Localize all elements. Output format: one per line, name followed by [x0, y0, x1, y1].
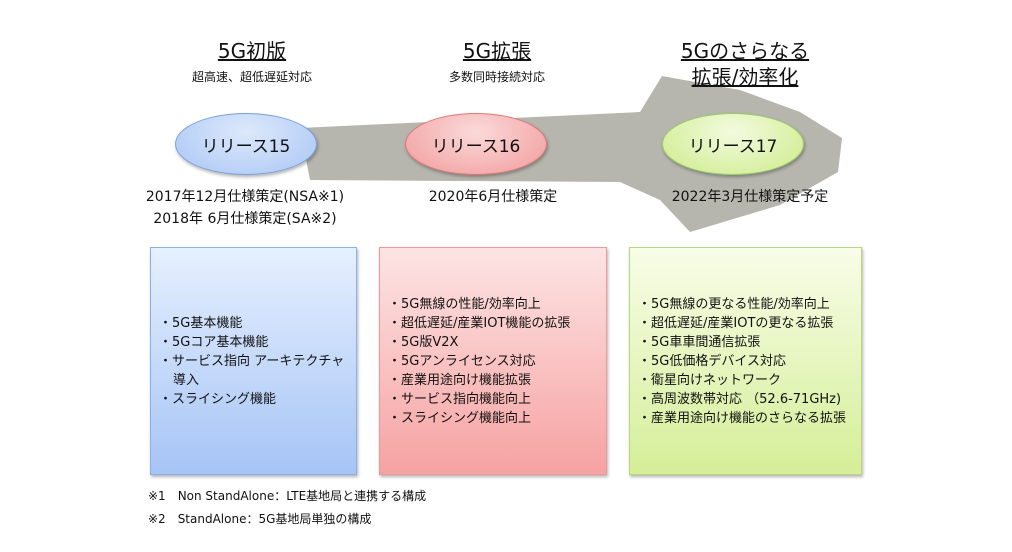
feature-item: 衛星向けネットワーク	[638, 371, 853, 390]
release-15-ellipse: リリース15	[175, 113, 317, 175]
feature-item: 5G低価格デバイス対応	[638, 352, 853, 371]
release-15-dates: 2017年12月仕様策定(NSA※1) 2018年 6月仕様策定(SA※2)	[120, 186, 370, 230]
feature-item: サービス指向機能向上	[388, 390, 598, 409]
column-3-title-line2: 拡張/効率化	[691, 65, 799, 89]
feature-item: 産業用途向け機能拡張	[388, 371, 598, 390]
column-2-subtitle: 多数同時接続対応	[448, 70, 545, 84]
column-1-title: 5G初版	[217, 39, 287, 63]
release-16-ellipse: リリース16	[405, 113, 547, 175]
feature-item: スライシング機能向上	[388, 409, 598, 428]
feature-item: 5G無線の更なる性能/効率向上	[638, 295, 853, 314]
feature-item: 5G基本機能	[159, 314, 348, 333]
feature-item: 5Gコア基本機能	[159, 333, 348, 352]
column-2-title: 5G拡張	[462, 39, 532, 63]
footnote-1: ※1 Non StandAlone：LTE基地局と連携する構成	[148, 489, 427, 503]
feature-item: 超低遅延/産業IOTの更なる拡張	[638, 314, 853, 333]
date-line: 2018年 6月仕様策定(SA※2)	[153, 211, 337, 227]
feature-item: 超低遅延/産業IOT機能の拡張	[388, 314, 598, 333]
feature-item: 産業用途向け機能のさらなる拡張	[638, 409, 853, 428]
date-line: 2017年12月仕様策定(NSA※1)	[145, 189, 345, 205]
column-1-subtitle: 超高速、超低遅延対応	[191, 70, 312, 84]
footnote-2: ※2 StandAlone：5G基地局単独の構成	[148, 512, 372, 526]
feature-item: サービス指向 アーキテクチャ導入	[159, 352, 348, 390]
feature-item: スライシング機能	[159, 390, 348, 409]
feature-item: 5G無線の性能/効率向上	[388, 295, 598, 314]
feature-item: 5Gアンライセンス対応	[388, 352, 598, 371]
release-17-ellipse: リリース17	[662, 113, 804, 175]
release-16-features: 5G無線の性能/効率向上超低遅延/産業IOT機能の拡張5G版V2X5Gアンライセ…	[379, 247, 607, 475]
feature-item: 5G版V2X	[388, 333, 598, 352]
release-16-date: 2020年6月仕様策定	[428, 189, 558, 205]
feature-item: 5G車車間通信拡張	[638, 333, 853, 352]
feature-item: 高周波数帯対応 （52.6-71GHz)	[638, 390, 853, 409]
column-3-title-line1: 5Gのさらなる	[680, 39, 810, 63]
release-17-features: 5G無線の更なる性能/効率向上超低遅延/産業IOTの更なる拡張5G車車間通信拡張…	[629, 247, 862, 475]
release-15-features: 5G基本機能5Gコア基本機能サービス指向 アーキテクチャ導入スライシング機能	[150, 247, 357, 475]
release-17-date: 2022年3月仕様策定予定	[671, 189, 829, 205]
